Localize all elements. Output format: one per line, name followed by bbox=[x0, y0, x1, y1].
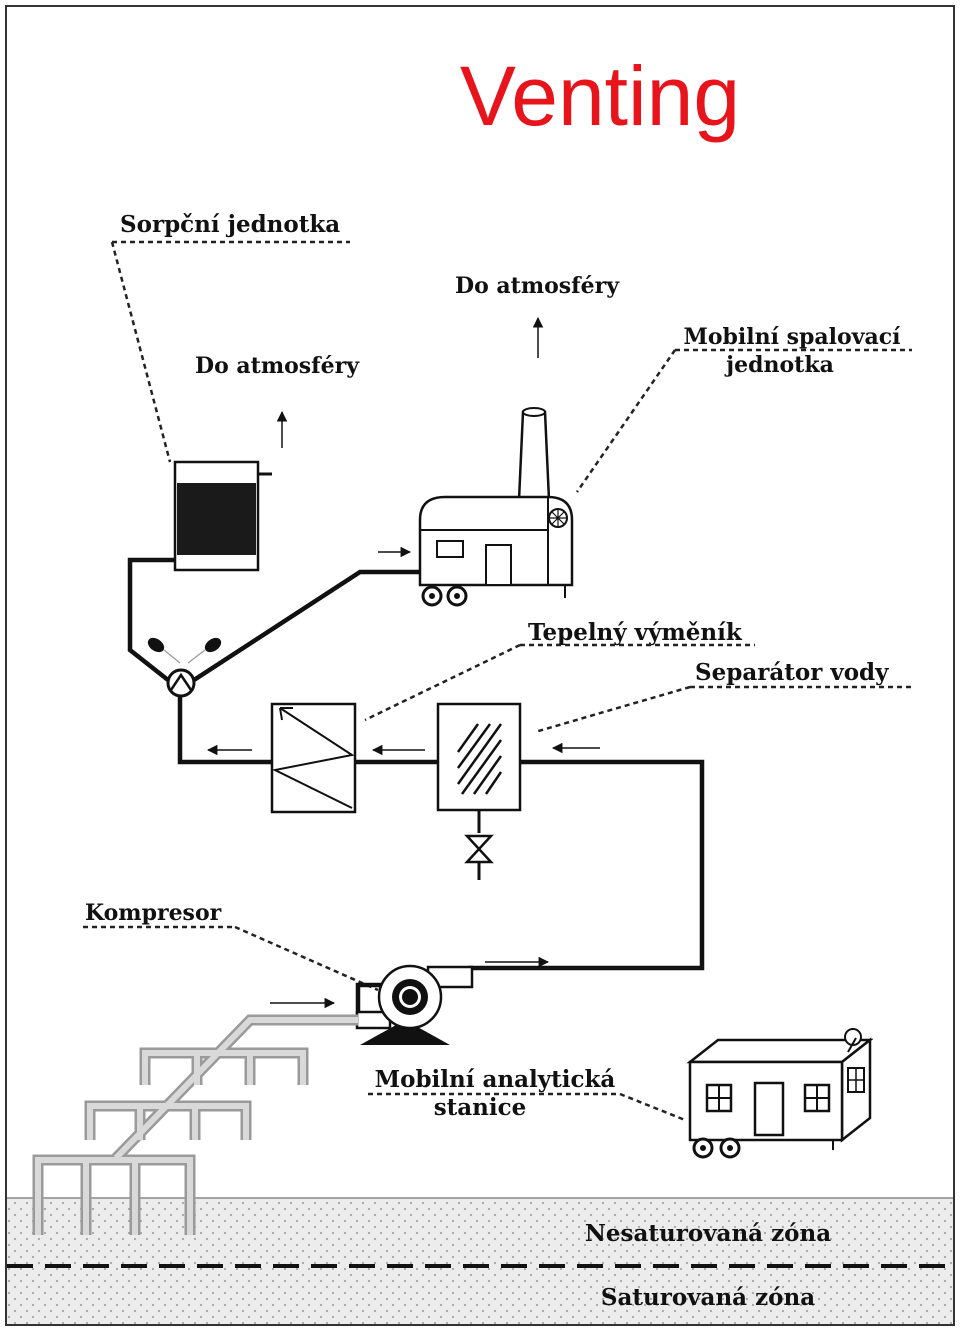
page-title: Venting bbox=[460, 49, 740, 143]
combustion-window bbox=[436, 540, 464, 558]
extraction-wells bbox=[32, 1014, 358, 1235]
compressor bbox=[355, 964, 474, 1045]
well-main-pipe bbox=[112, 1014, 358, 1162]
sorption-unit bbox=[173, 460, 272, 572]
well-row-middle bbox=[84, 1100, 252, 1140]
label-to-atmosphere-right: Do atmosféry bbox=[455, 273, 620, 299]
label-saturated-zone: Saturovaná zóna bbox=[601, 1284, 815, 1311]
label-compressor: Kompresor bbox=[85, 900, 222, 926]
distribution-valve bbox=[147, 637, 222, 698]
station-wheel-hub-left bbox=[700, 1145, 706, 1151]
well-row-back-inner bbox=[142, 1050, 306, 1085]
valve-circle bbox=[166, 668, 196, 698]
heat-exchanger-arrowhead-b bbox=[279, 707, 283, 721]
leader-lines bbox=[83, 240, 912, 1122]
leader-separator bbox=[534, 685, 691, 734]
heat-exchanger bbox=[270, 702, 357, 814]
heat-exchanger-box bbox=[270, 702, 357, 814]
wheel-hub-right bbox=[454, 593, 460, 599]
drain-valve-icon bbox=[464, 834, 494, 864]
label-combustion-unit-line1: Mobilní spalovací bbox=[684, 324, 902, 350]
station-side-window bbox=[847, 1067, 865, 1093]
station-window-right bbox=[803, 1083, 831, 1113]
label-heat-exchanger: Tepelný výměník bbox=[528, 619, 743, 646]
label-combustion-unit-line2: jednotka bbox=[724, 352, 834, 378]
pipe-valve-to-combustion bbox=[192, 569, 420, 682]
station-door bbox=[753, 1081, 785, 1137]
separator-hatching bbox=[456, 723, 503, 795]
label-water-separator: Separátor vody bbox=[695, 659, 889, 686]
page-frame bbox=[5, 5, 955, 1326]
chimney-top bbox=[522, 407, 546, 417]
flow-arrows bbox=[206, 316, 600, 1009]
label-unsaturated-zone: Nesaturovaná zóna bbox=[585, 1220, 831, 1247]
fan-blades bbox=[550, 510, 566, 526]
well-row-front-inner bbox=[35, 1157, 193, 1235]
nozzle-left-icon bbox=[147, 637, 181, 664]
chimney bbox=[517, 410, 551, 502]
antenna-mast bbox=[847, 1037, 857, 1053]
leader-heat-exchanger bbox=[364, 643, 521, 722]
station-roof bbox=[686, 1038, 874, 1064]
combustion-door bbox=[485, 544, 512, 586]
well-main-pipe-inner bbox=[113, 1017, 358, 1161]
pipe-exchanger-to-valve bbox=[177, 695, 272, 765]
leader-analytic bbox=[619, 1092, 686, 1122]
wheel-hub-left bbox=[429, 593, 435, 599]
separator-box bbox=[436, 702, 522, 812]
label-to-atmosphere-left: Do atmosféry bbox=[195, 353, 360, 379]
nozzle-right-icon bbox=[187, 637, 222, 664]
leader-combustion bbox=[575, 349, 677, 493]
sorption-filter-bed bbox=[177, 483, 256, 555]
heat-exchanger-coil bbox=[271, 707, 355, 809]
combustion-unit bbox=[418, 407, 574, 607]
label-analytic-station-line1: Mobilní analytická bbox=[375, 1066, 616, 1093]
analytic-station bbox=[686, 1028, 874, 1159]
soil-zones bbox=[7, 1197, 953, 1324]
pipe-valve-to-sorption bbox=[127, 557, 178, 682]
station-wheel-hub-right bbox=[727, 1145, 733, 1151]
leader-sorption bbox=[110, 241, 172, 463]
compressor-rotor-hub bbox=[402, 989, 418, 1005]
well-row-back bbox=[139, 1047, 309, 1085]
soil-fill bbox=[7, 1198, 953, 1324]
well-row-middle-inner bbox=[87, 1103, 249, 1140]
station-window-left bbox=[705, 1083, 733, 1113]
water-separator bbox=[436, 702, 522, 880]
label-sorption-unit: Sorpční jednotka bbox=[120, 211, 340, 238]
label-analytic-station-line2: stanice bbox=[434, 1094, 527, 1121]
leader-compressor bbox=[234, 925, 379, 992]
valve-chevron bbox=[169, 672, 193, 691]
compressor-base bbox=[360, 1020, 450, 1045]
